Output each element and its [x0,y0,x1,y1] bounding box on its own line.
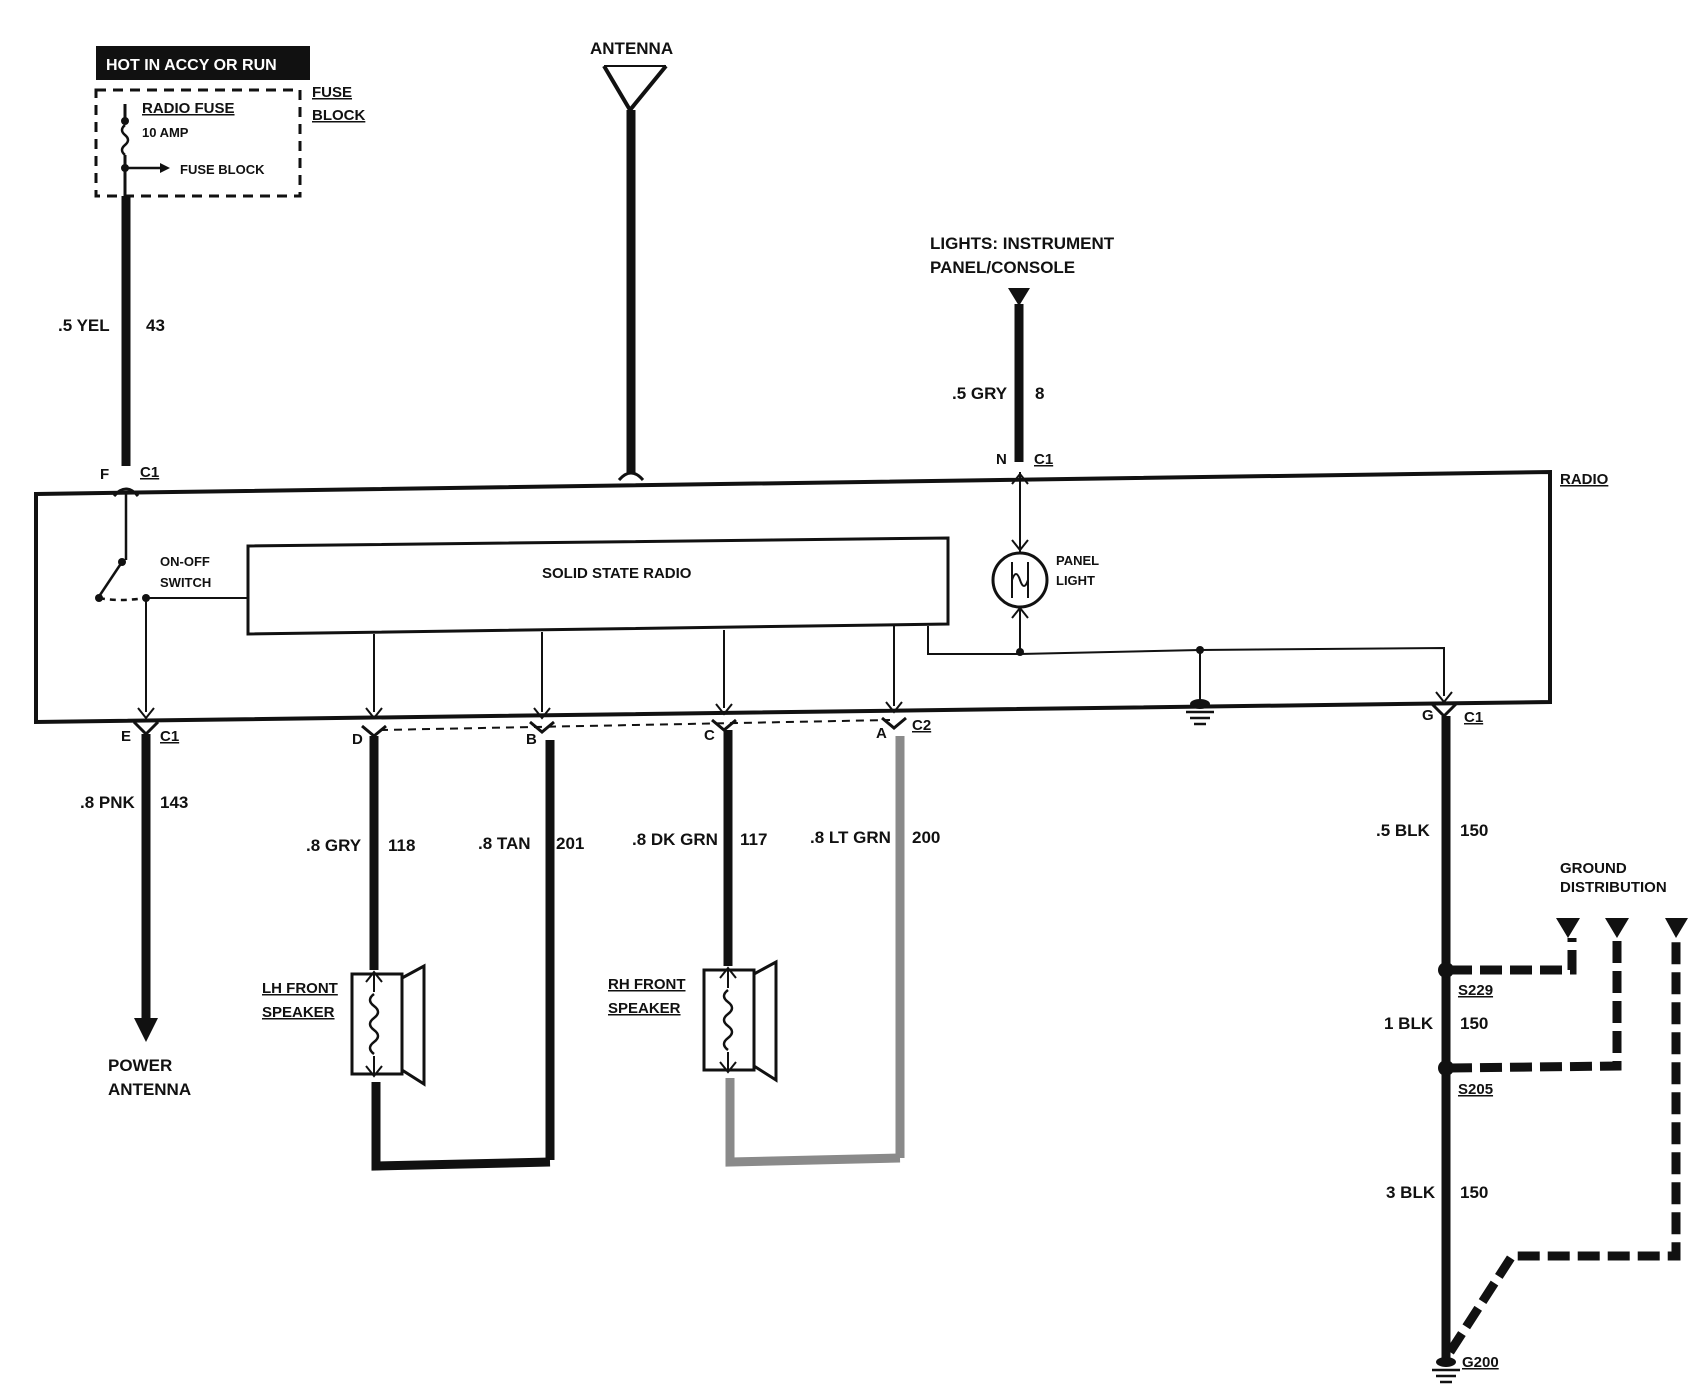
pin-g-label: G [1422,707,1434,724]
ground-g200-label: G200 [1462,1354,1499,1371]
ground-dist-connector-2-icon [1605,918,1629,938]
fuse-block-arrow-head-icon [160,163,170,173]
fuse-block-arrow-label: FUSE BLOCK [180,162,265,177]
wire-8-circuit: 8 [1035,384,1044,403]
hot-in-accy-header: HOT IN ACCY OR RUN [106,57,277,74]
wire-150-circuit-a: 150 [1460,821,1488,840]
wire-143-circuit: 143 [160,793,188,812]
splice-s229-label: S229 [1458,982,1493,999]
c2-connector-label: C2 [912,717,931,734]
ground-distribution-label-2: DISTRIBUTION [1560,879,1667,896]
c2-connector-dashed [379,719,891,731]
ground-dist-branch-3 [1446,938,1681,1355]
pin-a-label: A [876,725,887,742]
switch-blade [96,561,124,599]
fuse-block: HOT IN ACCY OR RUN RADIO FUSE 10 AMP FUS… [94,46,365,198]
panel-light-label-1: PANEL [1056,553,1099,568]
wire-150-circuit-c: 150 [1460,1183,1488,1202]
pin-f-connector-label: C1 [140,464,159,481]
power-antenna-circuit: .8 PNK 143 POWER ANTENNA [80,734,191,1099]
ground-dist-connector-1-icon [1556,918,1580,938]
wire-118-gauge: .8 GRY [306,836,362,855]
wire-150-circuit-b: 150 [1460,1014,1488,1033]
wire-8-gauge: .5 GRY [952,384,1008,403]
wire-150-gauge-b: 1 BLK [1384,1014,1434,1033]
pin-f-label: F [100,466,109,483]
fuse-block-dashed-outline [94,88,302,198]
internal-ground-icon [1186,699,1214,726]
antenna-label: ANTENNA [590,39,673,58]
rh-speaker-icon [702,959,778,1083]
lh-speaker-label-1: LH FRONT [262,980,338,997]
splice-s205-label: S205 [1458,1081,1493,1098]
wire-200-circuit: 200 [912,828,940,847]
wire-150-gauge-a: .5 BLK [1376,821,1431,840]
wire-43-gauge: .5 YEL [58,316,110,335]
pin-e-label: E [121,728,131,745]
wire-143-gauge: .8 PNK [80,793,136,812]
pin-n-label: N [996,451,1007,468]
radio-unit: RADIO F C1 ON-OFF SWITCH SOLID STATE RAD… [34,464,1609,726]
solid-state-radio-box [246,536,950,636]
switch-link-dashed [98,596,146,602]
lh-speaker-label-2: SPEAKER [262,1004,335,1021]
lower-pins: E C1 D B C A C2 G C1 [121,702,1483,748]
lights-label-1: LIGHTS: INSTRUMENT [930,234,1115,253]
lh-speaker-icon [350,963,426,1087]
switch-label-2: SWITCH [160,575,211,590]
wire-43-yel: .5 YEL 43 [58,196,165,466]
lights-input: LIGHTS: INSTRUMENT PANEL/CONSOLE .5 GRY … [930,234,1115,468]
radio-outline [34,469,1552,725]
pin-e-connector-label: C1 [160,728,179,745]
wire-117-circuit: 117 [740,830,767,849]
antenna: ANTENNA [590,39,673,482]
ground-dist-branch-2 [1449,938,1622,1073]
pin-d-label: D [352,731,363,748]
rh-speaker-circuit: .8 DK GRN 117 .8 LT GRN 200 RH FRONT SPE… [608,730,940,1167]
fuse-block-side-label-2: BLOCK [312,107,365,124]
wire-118-circuit: 118 [388,836,415,855]
pin-n-connector-label: C1 [1034,451,1053,468]
wire-201-circuit: 201 [556,834,584,853]
wire-201-gauge: .8 TAN [478,834,531,853]
lights-connector-icon [1008,288,1030,306]
pin-b-label: B [526,731,537,748]
fuse-rating-label: 10 AMP [142,125,189,140]
ground-dist-connector-3-icon [1665,918,1688,938]
panel-light-label-2: LIGHT [1056,573,1095,588]
solid-state-radio-label: SOLID STATE RADIO [542,565,692,582]
fuse-element-icon [120,124,130,156]
ground-dist-branch-1 [1450,938,1577,975]
lh-speaker-return [371,1082,551,1171]
wire-117-gauge: .8 DK GRN [632,830,718,849]
lights-label-2: PANEL/CONSOLE [930,258,1075,277]
radio-label: RADIO [1560,471,1609,488]
rh-speaker-label-2: SPEAKER [608,1000,681,1017]
radio-fuse-label: RADIO FUSE [142,100,235,117]
hot-in-accy-header-box [96,46,310,80]
wire-43-circuit: 43 [146,316,165,335]
wire-150-gauge-c: 3 BLK [1386,1183,1436,1202]
ground-circuit: .5 BLK 150 1 BLK 150 3 BLK 150 S229 S205… [1376,716,1688,1384]
power-antenna-arrow-icon [134,1018,158,1042]
lh-speaker-circuit: .8 GRY 118 .8 TAN 201 LH FRONT SPEAKER [262,736,584,1171]
wire-200-gauge: .8 LT GRN [810,828,891,847]
ground-g200-icon [1432,1357,1460,1384]
ground-distribution-label-1: GROUND [1560,860,1627,877]
power-antenna-label-2: ANTENNA [108,1080,191,1099]
fuse-node-top [121,117,129,125]
switch-label-1: ON-OFF [160,554,210,569]
pin-c-label: C [704,727,715,744]
fuse-block-side-label-1: FUSE [312,84,352,101]
rh-speaker-return [725,1078,901,1167]
rh-speaker-label-1: RH FRONT [608,976,686,993]
power-antenna-label-1: POWER [108,1056,172,1075]
pin-g-connector-label: C1 [1464,709,1483,726]
antenna-icon [602,64,668,114]
